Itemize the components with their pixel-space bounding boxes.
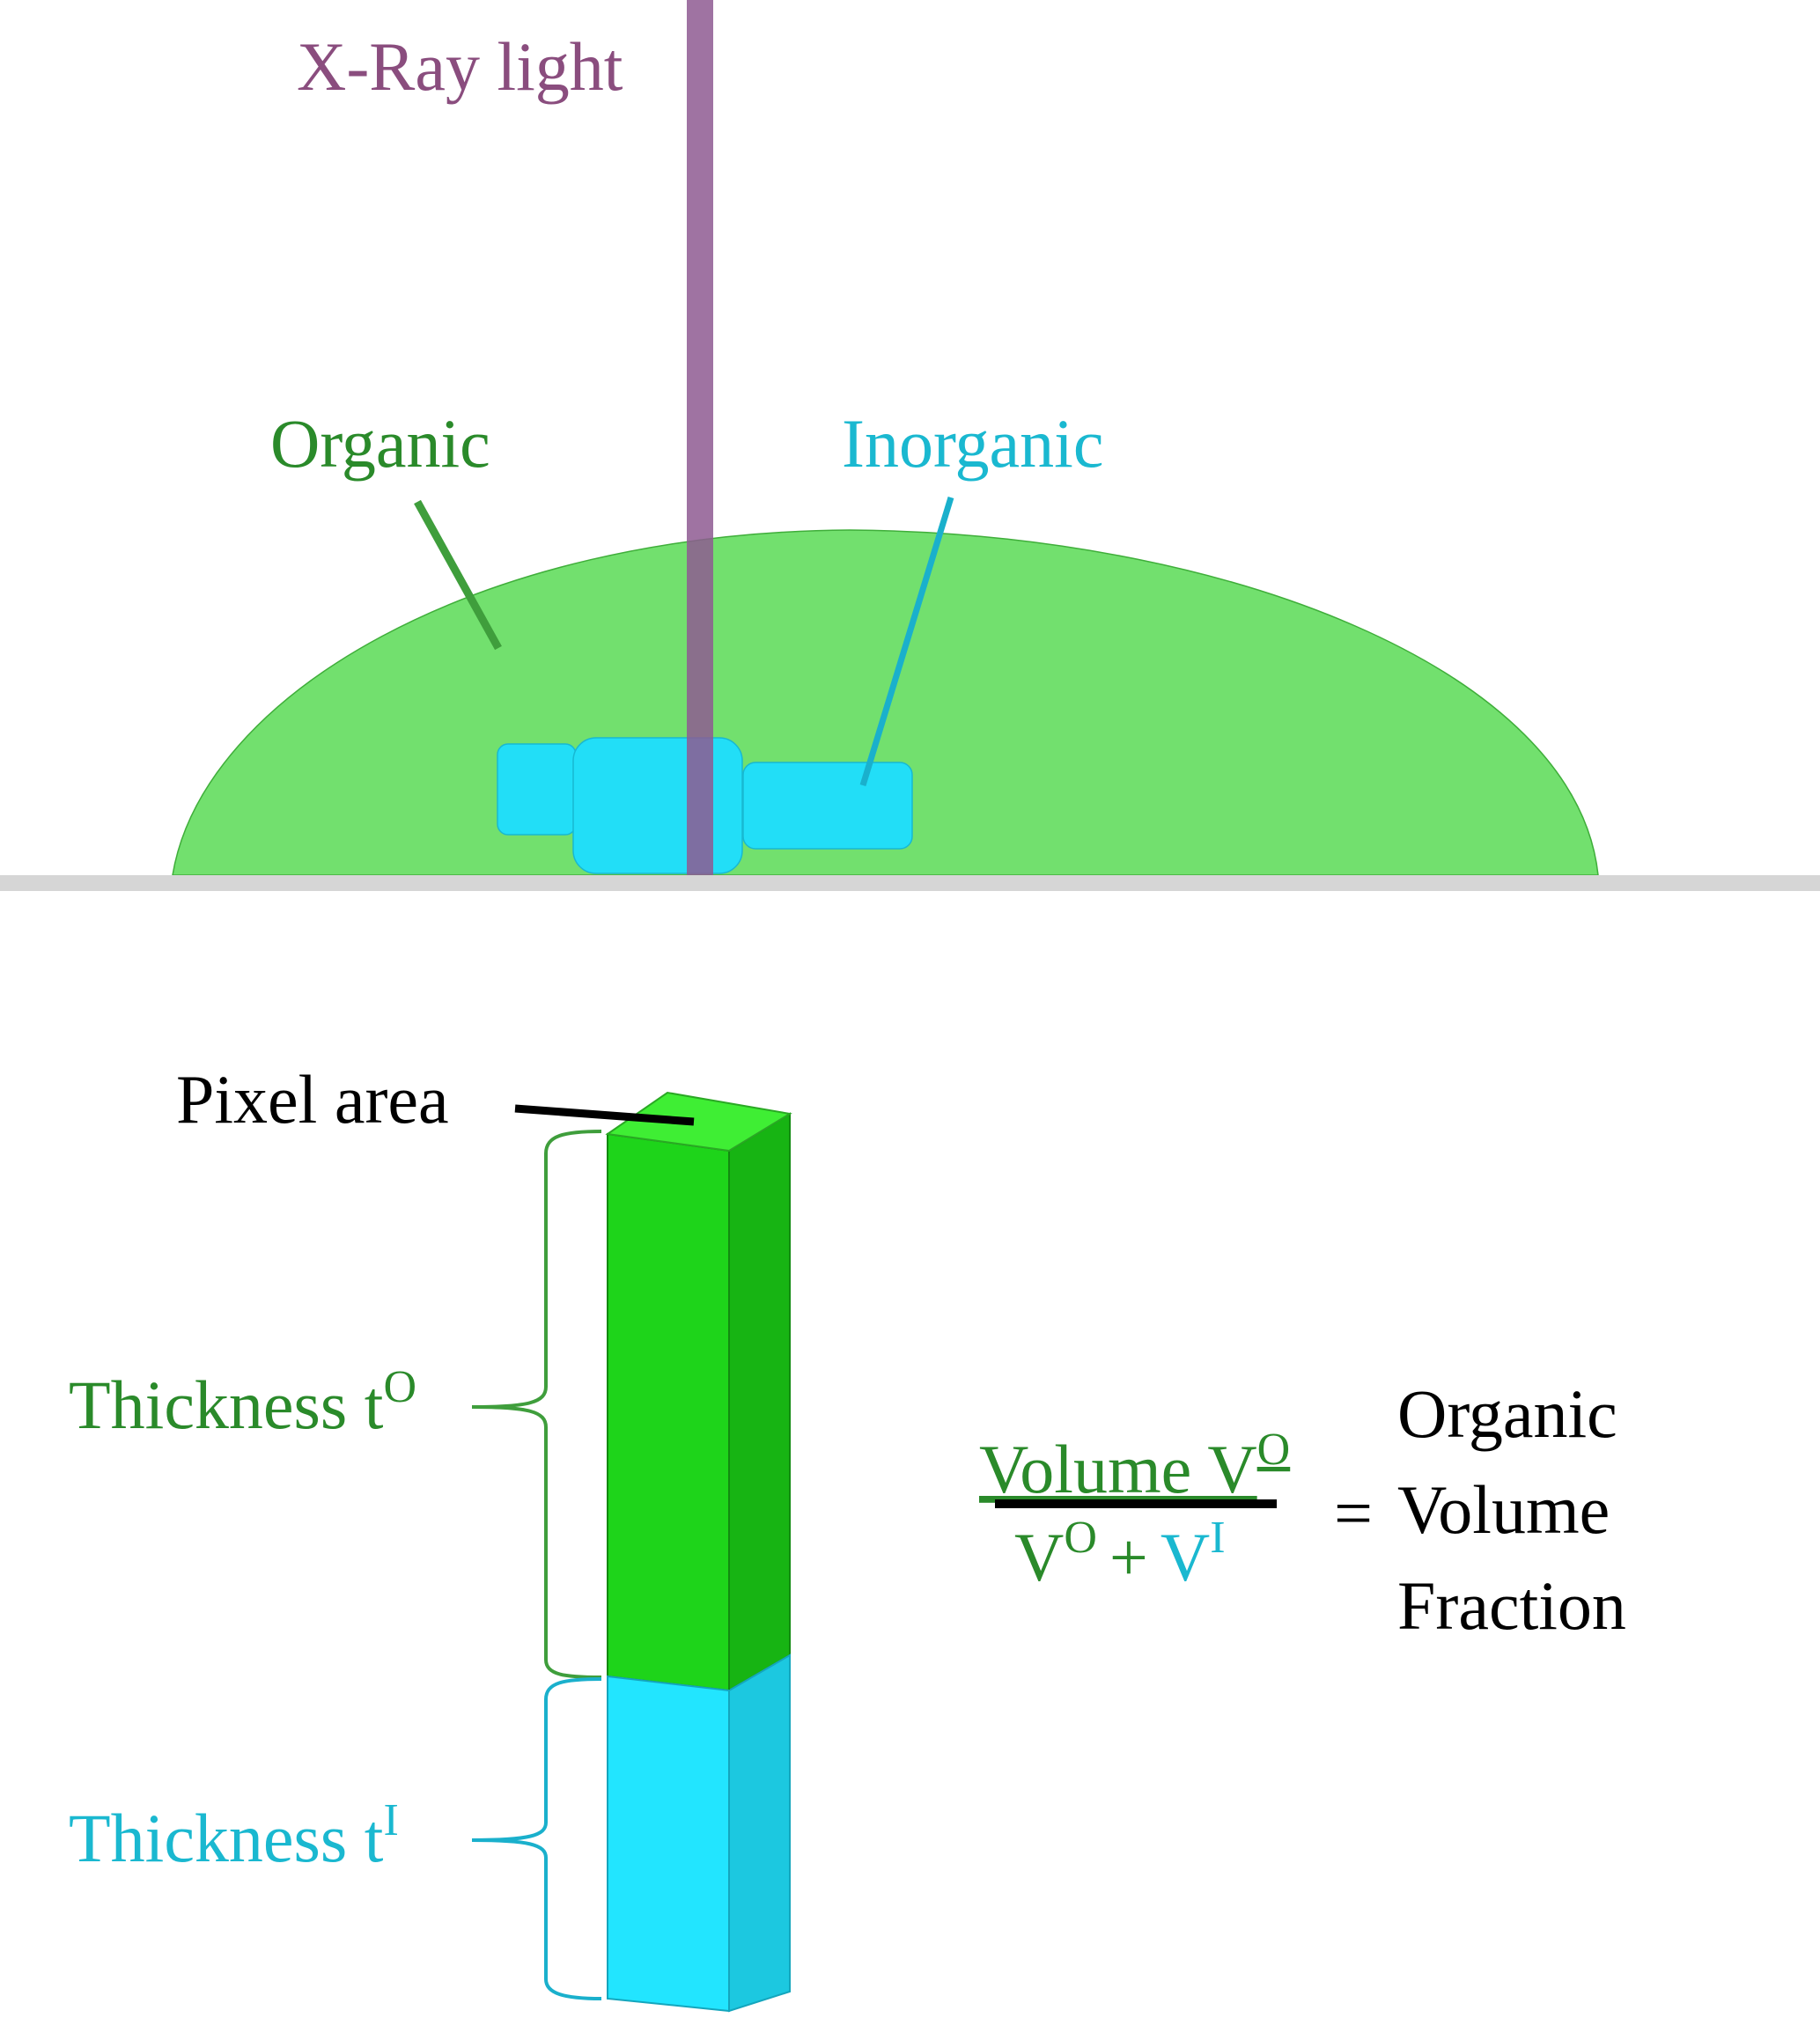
thickness-inorganic-sup: I [383,1795,398,1845]
organic-label: Organic [270,405,490,482]
organic-leader-line [414,499,502,651]
thickness-organic-label: Thickness tO [69,1362,416,1443]
xray-beam [687,0,713,875]
result-line-3: Fraction [1397,1567,1626,1644]
thickness-inorganic-label: Thickness tI [69,1795,399,1876]
organic-thickness-bracket [471,1130,602,1679]
xray-label: X-Ray light [297,28,623,105]
denominator-left-sup: O [1064,1513,1097,1563]
inorganic-leader-line [859,496,954,787]
column-side-inorganic [728,1653,791,2013]
column-front-inorganic [607,1675,730,2013]
ground-line [0,875,1820,891]
inorganic-label: Inorganic [842,405,1103,482]
equation-denominator: VO+VI [1014,1513,1226,1595]
result-line-1: Organic [1397,1375,1617,1452]
column-front-organic [607,1132,730,1692]
inorganic-particle-center [572,737,743,874]
pixel-area-leader-line [514,1104,695,1126]
inorganic-particle-left [497,743,577,836]
column-side-organic [728,1112,791,1692]
thickness-organic-sup: O [383,1362,416,1412]
pixel-area-top [605,1091,792,1153]
pixel-area-label: Pixel area [176,1061,449,1138]
denominator-right-sup: I [1210,1513,1225,1563]
result-line-2: Volume [1397,1471,1610,1548]
inorganic-particle-right [742,762,913,850]
equals-sign: = [1334,1475,1373,1551]
equation-numerator: Volume VO [979,1425,1290,1507]
inorganic-thickness-bracket [471,1677,602,2000]
equation-numerator-sup: O [1257,1425,1291,1475]
